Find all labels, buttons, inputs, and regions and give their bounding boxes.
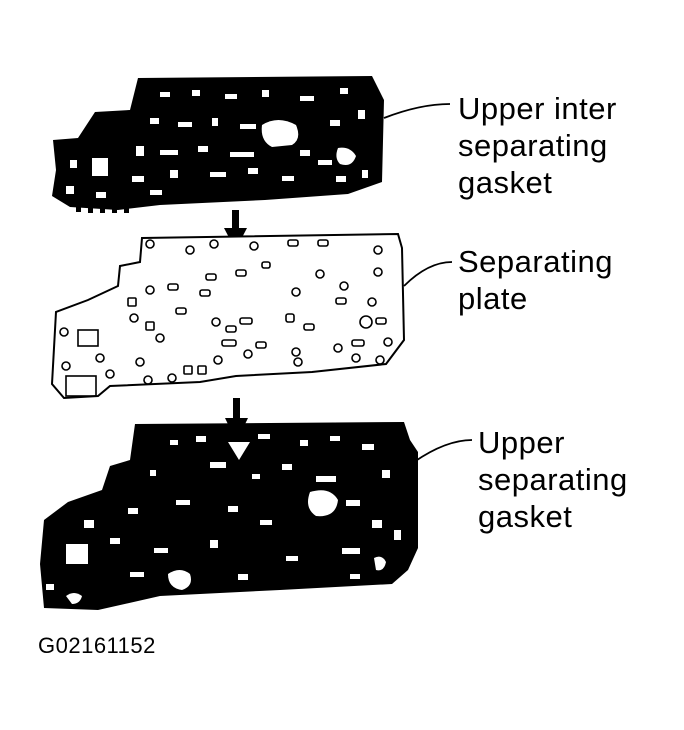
label-line: Upper xyxy=(478,425,565,460)
separating-plate xyxy=(50,232,406,400)
label-line: plate xyxy=(458,281,528,316)
label-line: separating xyxy=(478,462,628,497)
figure-code: G02161152 xyxy=(38,633,156,658)
upper-separating-gasket xyxy=(40,422,418,610)
label-upper-inter-separating-gasket: Upper inter separating gasket xyxy=(458,90,617,201)
upper-inter-separating-gasket xyxy=(52,76,384,213)
leader-lines xyxy=(383,103,473,463)
label-line: gasket xyxy=(458,165,553,200)
label-line: separating xyxy=(458,128,608,163)
label-line: gasket xyxy=(478,499,573,534)
label-line: Upper inter xyxy=(458,91,617,126)
label-upper-separating-gasket: Upper separating gasket xyxy=(478,424,628,535)
label-line: Separating xyxy=(458,244,613,279)
label-separating-plate: Separating plate xyxy=(458,243,613,317)
